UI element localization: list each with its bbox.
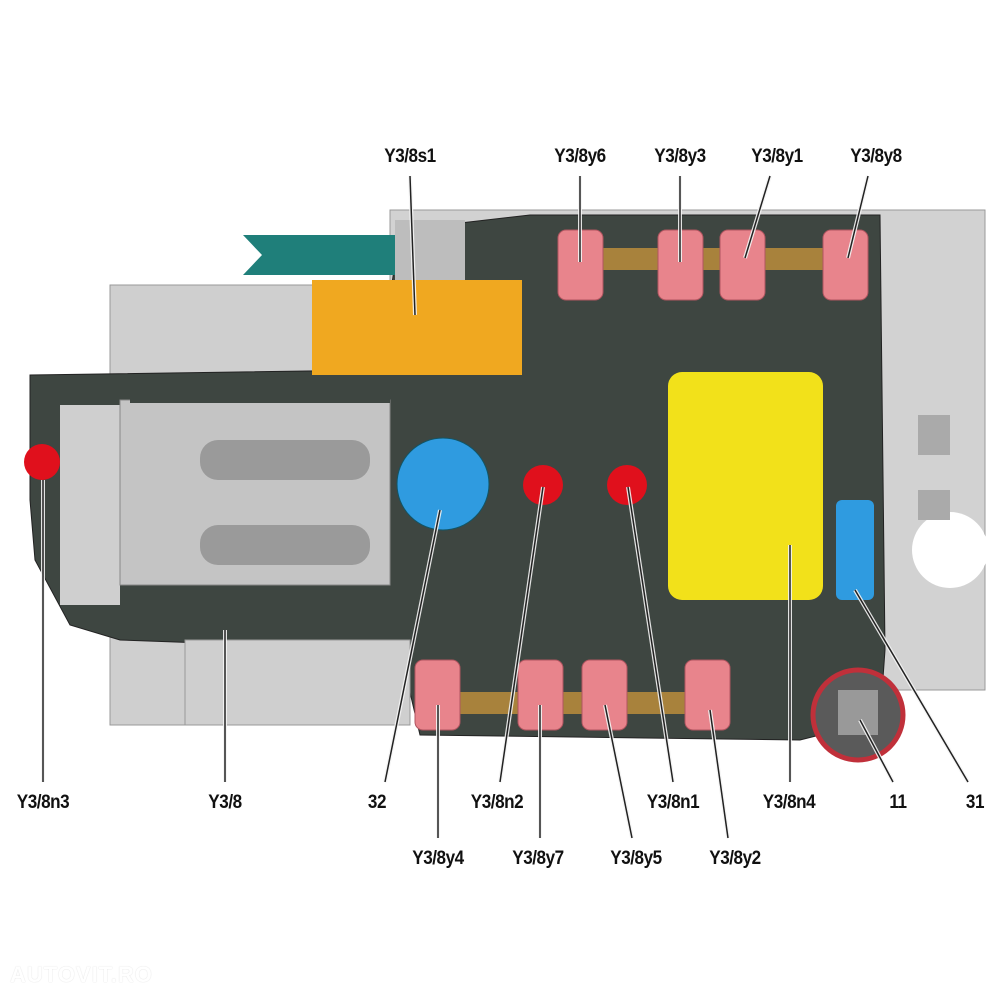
valve-spool — [200, 525, 370, 565]
leader-lines — [42, 175, 969, 839]
label-y3-8y3: Y3/8y3 — [654, 146, 706, 167]
orange-cover — [312, 280, 522, 375]
label-y3-8n3: Y3/8n3 — [16, 792, 70, 813]
solenoid-y5 — [581, 659, 628, 731]
label-y3-8y7: Y3/8y7 — [512, 848, 564, 869]
label-y3-8y1: Y3/8y1 — [751, 146, 803, 167]
label-y3-8y4: Y3/8y4 — [412, 848, 464, 869]
body-rib — [130, 375, 390, 403]
connector-pins — [838, 690, 878, 735]
connector-tab — [243, 235, 395, 275]
yellow-cover — [668, 372, 823, 600]
bronze-strip-top — [570, 248, 855, 270]
bronze-strip-bottom — [425, 692, 725, 714]
red-sensor-n3 — [24, 444, 60, 480]
label-y3-8: Y3/8 — [208, 792, 242, 813]
label-11: 11 — [889, 792, 907, 813]
blue-sensor-32 — [396, 437, 490, 531]
valve-spool — [200, 440, 370, 480]
label-32: 32 — [367, 792, 387, 813]
lower-plate — [184, 639, 411, 726]
label-y3-8n4: Y3/8n4 — [762, 792, 816, 813]
plate-slot — [918, 490, 950, 520]
label-y3-8y5: Y3/8y5 — [610, 848, 662, 869]
label-y3-8y6: Y3/8y6 — [554, 146, 606, 167]
solenoid-y1 — [719, 229, 766, 301]
label-y3-8s1: Y3/8s1 — [384, 146, 436, 167]
solenoid-y2 — [684, 659, 731, 731]
red-sensor-n1 — [607, 465, 647, 505]
label-y3-8y2: Y3/8y2 — [709, 848, 761, 869]
label-y3-8y8: Y3/8y8 — [850, 146, 902, 167]
solenoid-y8 — [822, 229, 869, 301]
label-y3-8n1: Y3/8n1 — [646, 792, 700, 813]
blue-sensor-31 — [836, 500, 874, 600]
watermark: AUTOVIT.RO — [10, 962, 153, 987]
plate-hole — [912, 512, 988, 588]
bracket — [395, 220, 465, 280]
left-plate-window — [60, 405, 120, 605]
label-y3-8n2: Y3/8n2 — [470, 792, 524, 813]
label-31: 31 — [965, 792, 985, 813]
red-sensor-n2 — [523, 465, 563, 505]
plate-slot — [918, 415, 950, 455]
